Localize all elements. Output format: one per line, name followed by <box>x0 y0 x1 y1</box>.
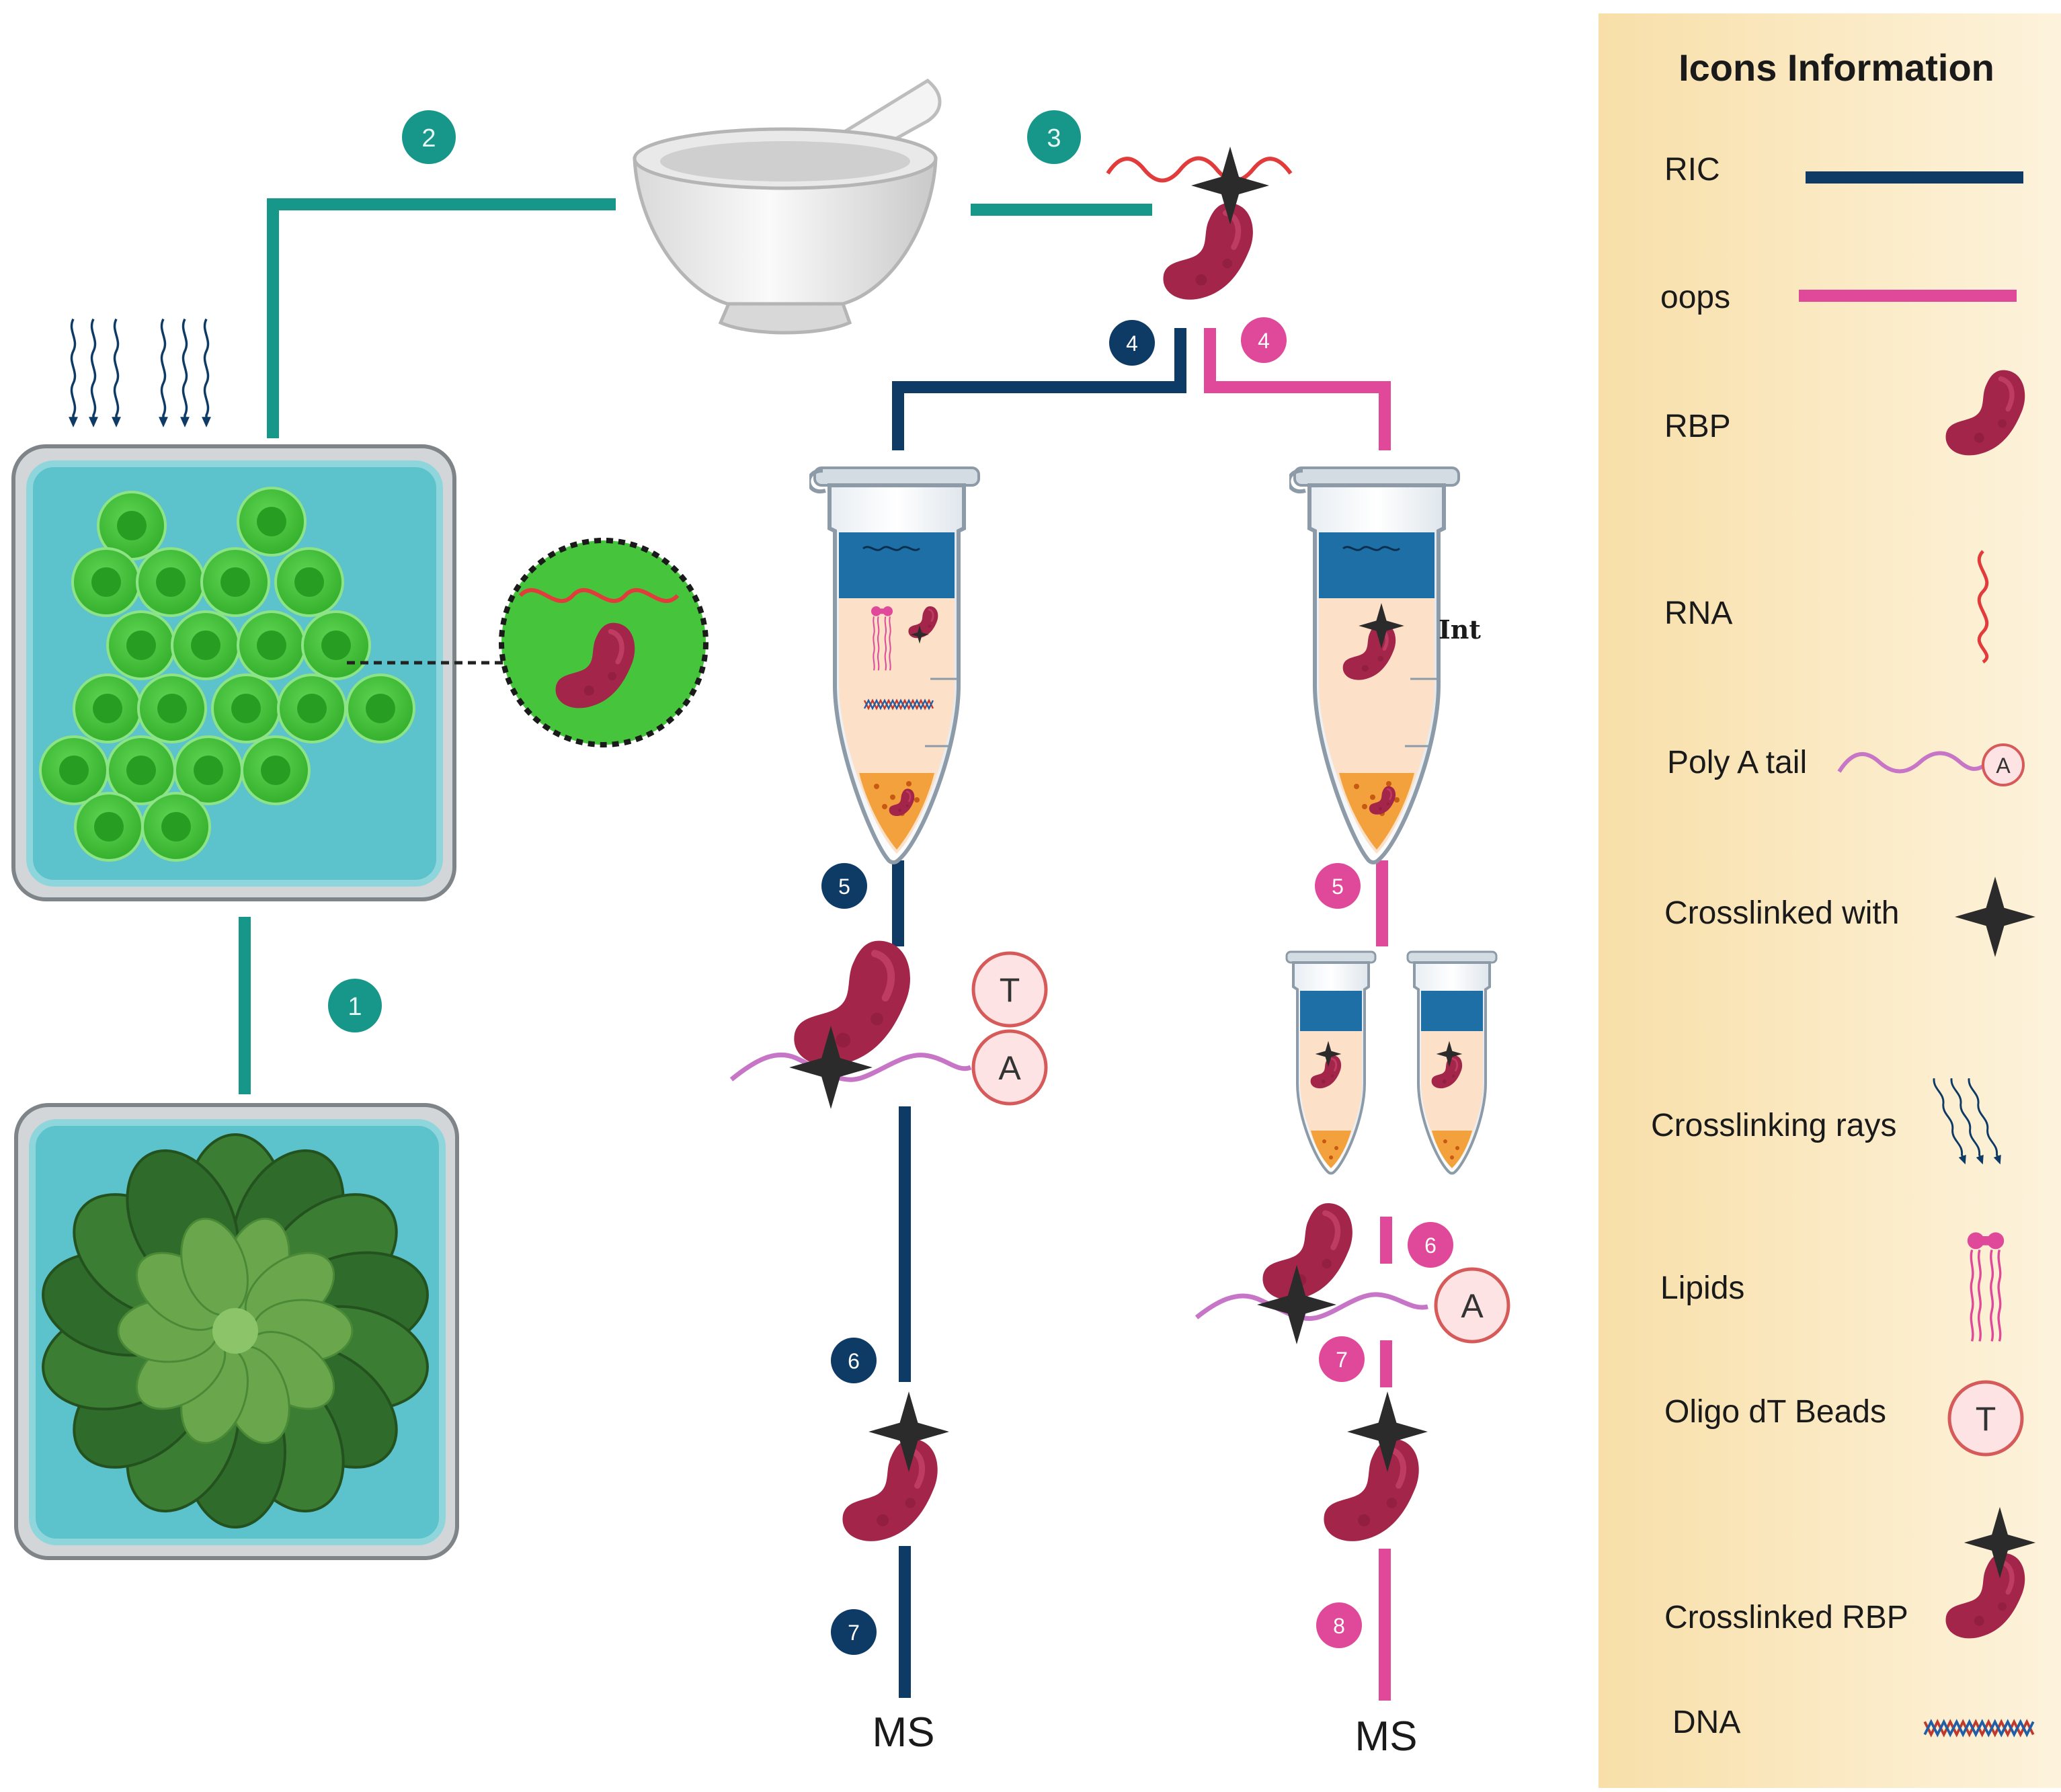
ric-step-badge-7 <box>831 1609 877 1655</box>
oops-small-tubes <box>1285 950 1498 1175</box>
step-badge-1-number: 1 <box>348 993 362 1021</box>
arabidopsis-rosette <box>42 1133 429 1529</box>
cell-nucleus <box>257 507 286 536</box>
cell-nucleus <box>157 694 187 723</box>
ric-path <box>892 328 1186 1698</box>
mortar-and-pestle <box>633 78 942 335</box>
cell-nucleus <box>93 694 122 723</box>
crosslinked-complex-top <box>1106 147 1293 300</box>
cell-nucleus <box>191 630 220 660</box>
crosslinking-rays <box>67 317 212 429</box>
cell-nucleus <box>161 812 191 842</box>
zoom-cell <box>499 538 709 747</box>
ric-tube <box>809 468 979 862</box>
oops-path <box>1204 328 1392 1701</box>
legend-label-crosslinking-rays: Crosslinking rays <box>1651 1108 1896 1143</box>
oops-polya-bead <box>1434 1267 1510 1344</box>
cell-cluster <box>39 487 415 862</box>
step-badge-3-number: 3 <box>1047 124 1061 153</box>
oops-step-badge-4 <box>1241 317 1287 363</box>
oops-crosslinked-rbp <box>1324 1391 1428 1541</box>
tube-interphase-label: Int <box>1439 614 1481 645</box>
oops-polya-bead-letter: A <box>1461 1287 1484 1325</box>
oops-step-badge-6 <box>1408 1222 1453 1268</box>
legend-label-lipids: Lipids <box>1660 1270 1744 1306</box>
legend-label-polya: Poly A tail <box>1667 745 1807 780</box>
cell-nucleus <box>257 630 286 660</box>
legend-label-rbp: RBP <box>1664 409 1731 444</box>
cell-nucleus <box>126 630 156 660</box>
legend-rna-icon <box>1977 550 1989 664</box>
legend-label-crosslinked-rbp: Crosslinked RBP <box>1664 1600 1908 1635</box>
legend-oligo-bead-letter: T <box>1976 1400 1996 1438</box>
legend-polya-bead <box>1982 743 2025 786</box>
legend-oligo-bead <box>1947 1380 2024 1457</box>
oops-step-badge-5 <box>1315 863 1361 909</box>
ric-oligo-bead-letter: T <box>1000 971 1020 1009</box>
oops-step-badge-8 <box>1316 1602 1362 1648</box>
step-badge-2 <box>402 110 456 164</box>
legend-panel <box>1599 13 2061 1788</box>
legend-polya-wave <box>1837 751 1984 774</box>
ric-step-badge-4-number: 4 <box>1126 331 1138 356</box>
legend-label-ric: RIC <box>1664 152 1720 188</box>
cell-nucleus <box>126 756 156 785</box>
cell-nucleus <box>297 694 327 723</box>
ric-step-badge-5 <box>821 863 867 909</box>
ric-step-badge-4 <box>1109 320 1155 366</box>
cell-nucleus <box>321 630 351 660</box>
legend-label-rna: RNA <box>1664 596 1732 631</box>
cell-nucleus <box>156 567 186 597</box>
oops-step-badge-8-number: 8 <box>1333 1614 1345 1638</box>
cell-nucleus <box>231 694 261 723</box>
cell-nucleus <box>117 511 147 540</box>
cell-nucleus <box>294 567 324 597</box>
oops-step-badge-4-number: 4 <box>1258 329 1270 353</box>
legend-title: Icons Information <box>1679 46 1994 89</box>
cell-nucleus <box>220 567 250 597</box>
step-badge-2-number: 2 <box>421 124 436 153</box>
step-badge-3 <box>1027 110 1081 164</box>
oops-step-badge-7-number: 7 <box>1336 1348 1348 1372</box>
legend-polya-bead-letter: A <box>1996 754 2011 778</box>
step-badge-1 <box>328 979 382 1032</box>
ric-polya-bead <box>971 1029 1048 1106</box>
cell-nucleus <box>194 756 223 785</box>
oops-step-badge-7 <box>1319 1336 1365 1382</box>
oops-step-badge-6-number: 6 <box>1424 1233 1437 1258</box>
legend-label-oops: oops <box>1660 280 1730 315</box>
ric-step-badge-6-number: 6 <box>848 1349 860 1373</box>
ric-step-badge-5-number: 5 <box>838 874 850 899</box>
ric-oligo-bead <box>971 951 1048 1028</box>
teal-connectors <box>239 198 1152 1094</box>
oops-ms-label: MS <box>1355 1713 1418 1760</box>
legend-label-dna: DNA <box>1672 1705 1740 1740</box>
legend-label-oligo-dt-beads: Oligo dT Beads <box>1664 1394 1886 1430</box>
oops-tube <box>1289 468 1459 862</box>
rosette-center <box>212 1308 258 1354</box>
cell-nucleus <box>366 694 395 723</box>
cell-nucleus <box>94 812 124 842</box>
oops-step-badge-5-number: 5 <box>1332 874 1344 899</box>
cell-nucleus <box>59 756 89 785</box>
ric-step-badge-7-number: 7 <box>848 1621 860 1645</box>
cell-nucleus <box>91 567 121 597</box>
ric-ms-label: MS <box>873 1709 935 1756</box>
cell-nucleus <box>261 756 290 785</box>
ric-bead-capture <box>729 941 972 1109</box>
ric-step-badge-6 <box>831 1338 877 1383</box>
oops-polya-capture <box>1195 1203 1428 1344</box>
ric-crosslinked-rbp <box>842 1391 949 1541</box>
legend-label-crosslinked-with: Crosslinked with <box>1664 895 1899 931</box>
ric-polya-bead-letter: A <box>998 1049 1021 1087</box>
